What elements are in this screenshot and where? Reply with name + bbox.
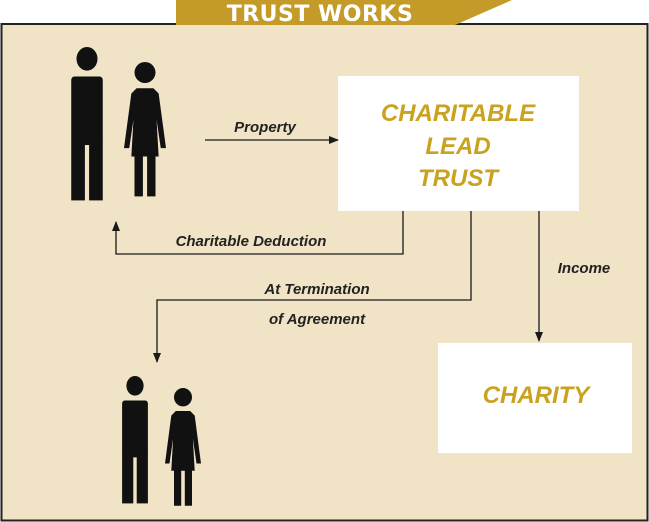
property-label: Property [234, 119, 296, 136]
charitable-deduction-label: Charitable Deduction [176, 233, 327, 250]
trust-label-line-3: TRUST [418, 165, 500, 192]
header-title: TRUST WORKS [227, 2, 414, 27]
charitable-deduction-arrow [112, 211, 404, 255]
charity-box [438, 343, 632, 453]
termination-label-line-2: of Agreement [269, 311, 366, 328]
trust-label-line-2: LEAD [425, 133, 490, 160]
termination-label-line-1: At Termination [263, 281, 369, 298]
header-tab [176, 0, 512, 25]
charitable-lead-trust-box [338, 76, 579, 211]
income-label: Income [558, 260, 611, 277]
charity-label: CHARITY [483, 382, 592, 409]
trust-label-line-1: CHARITABLE [381, 100, 536, 127]
termination-arrow [153, 211, 472, 363]
